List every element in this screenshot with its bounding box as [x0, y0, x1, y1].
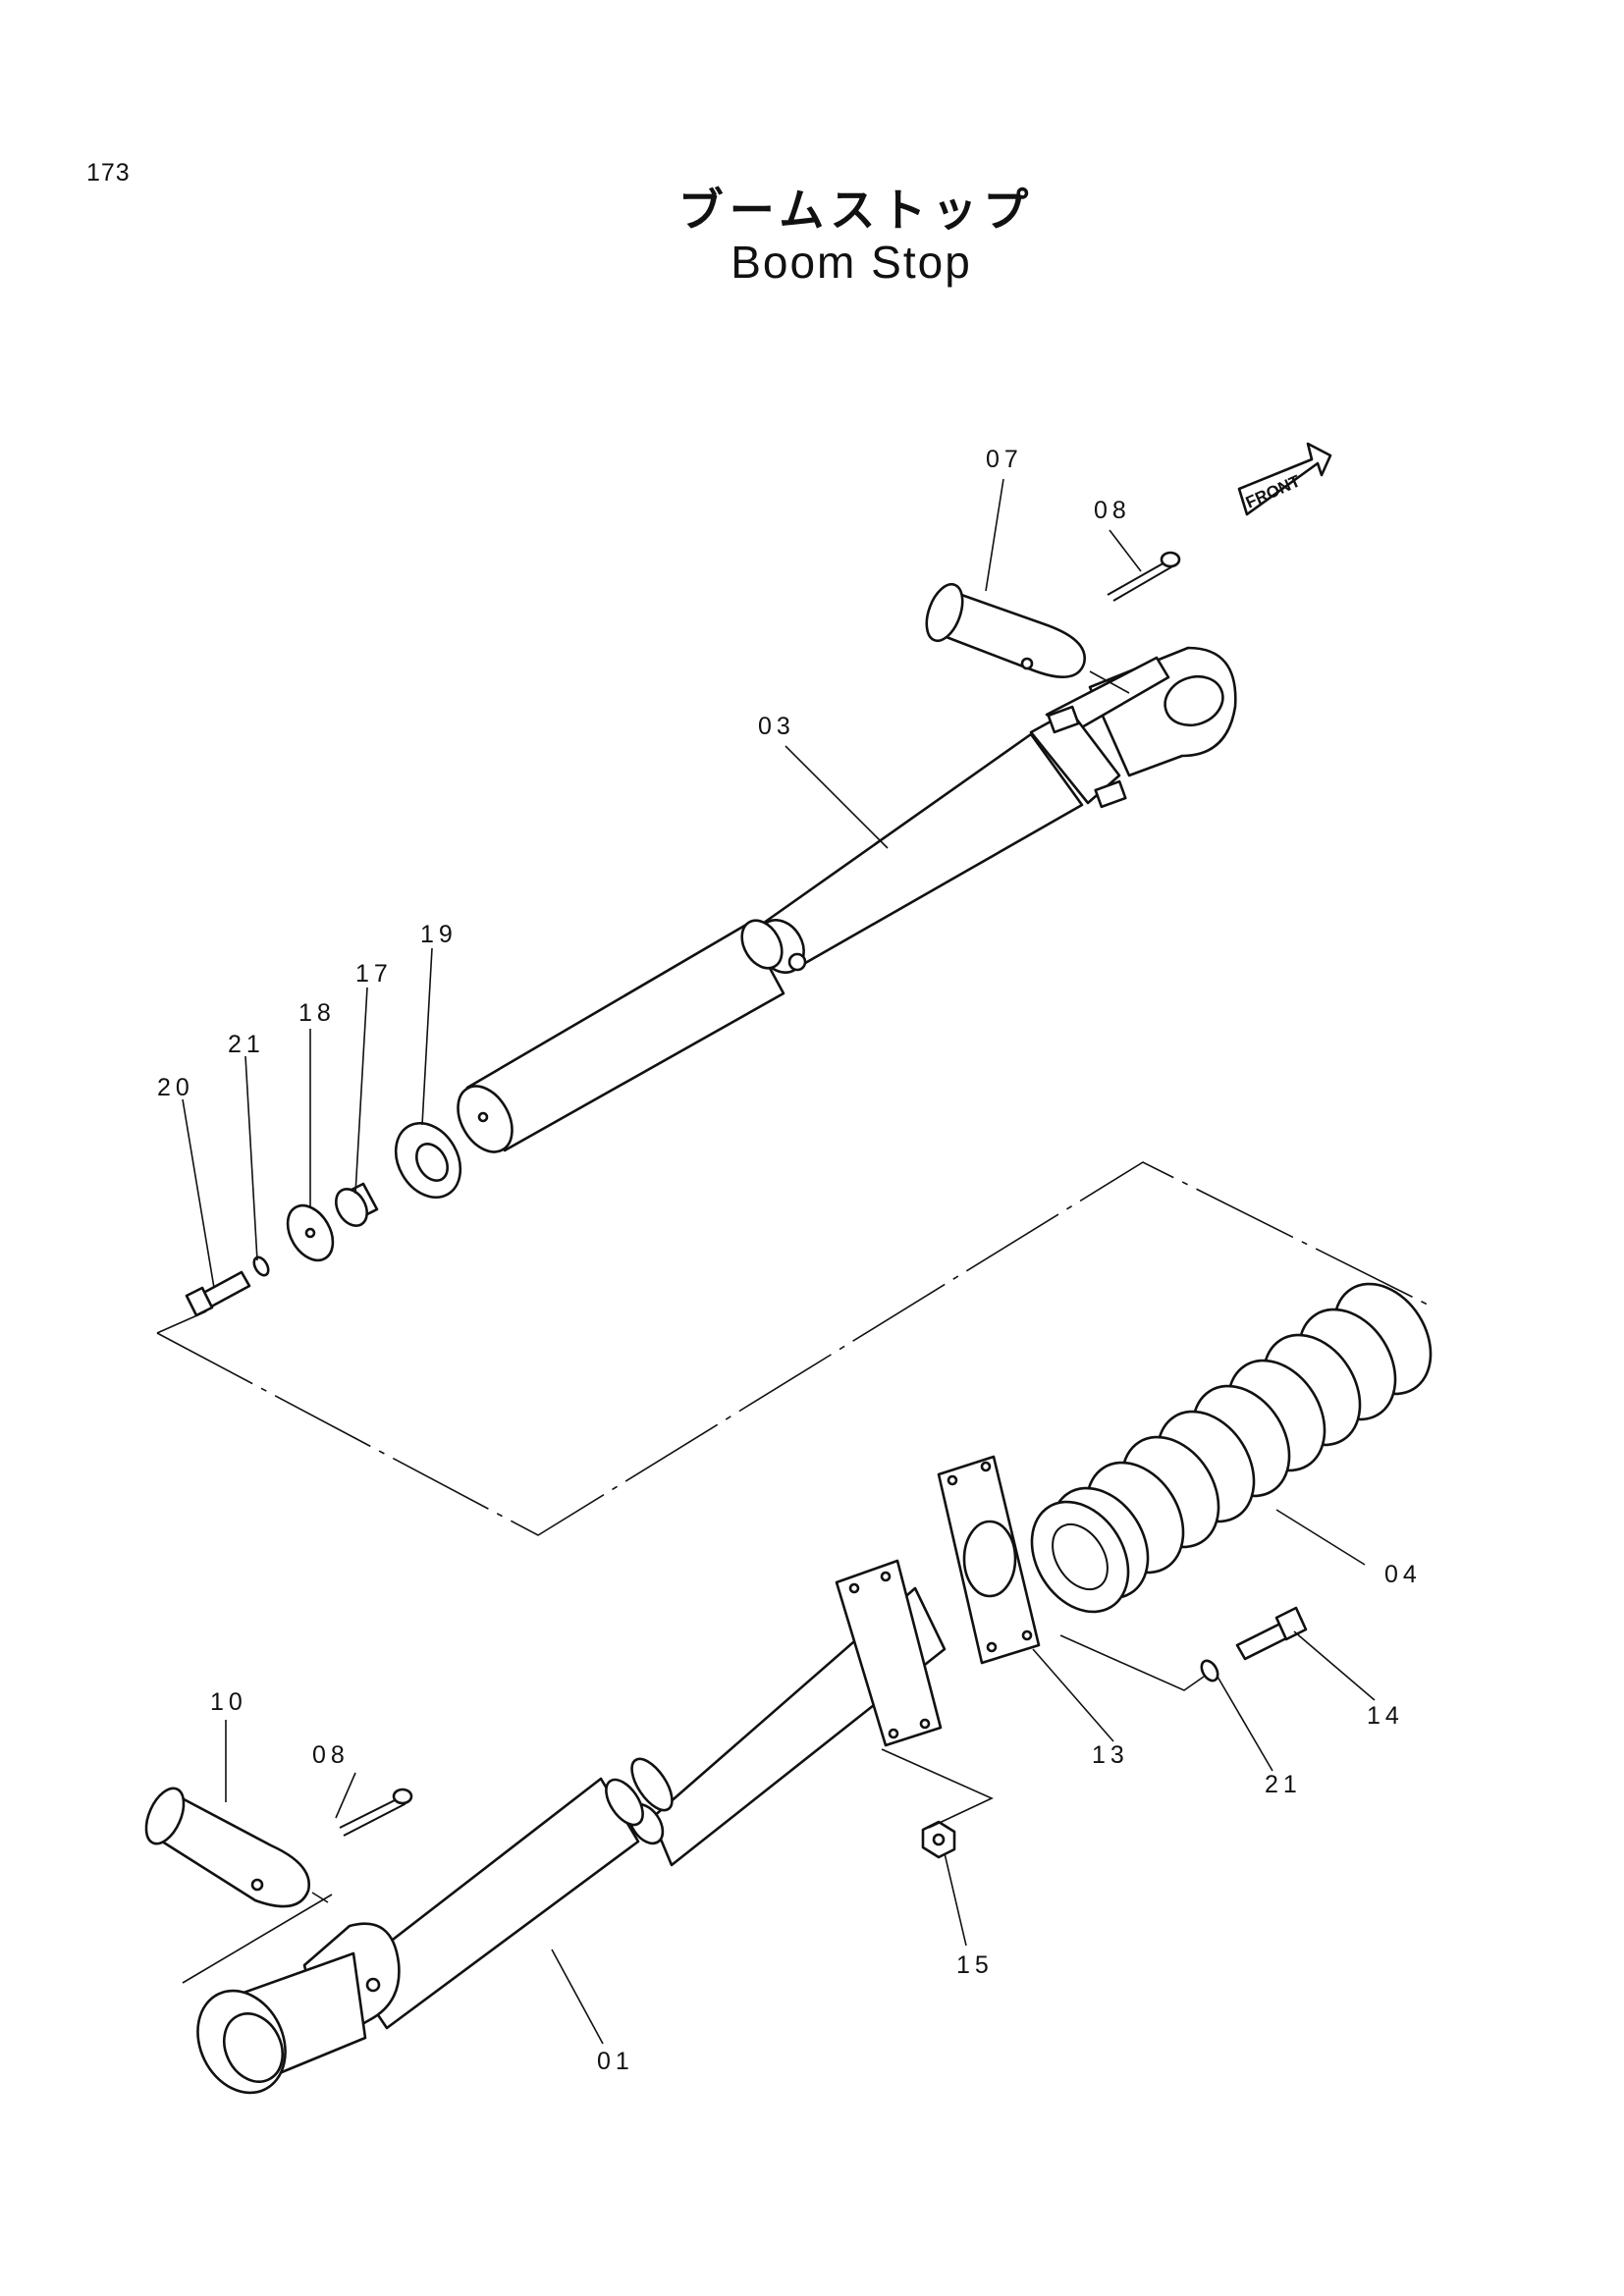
- assembly-lines: [156, 670, 1431, 1984]
- page-title-english: Boom Stop: [731, 237, 972, 288]
- callouts: 07 08 03 19 17 18 21 20 04 14 13 21 10 0…: [157, 446, 1422, 2075]
- callout-21-upper: 21: [228, 1031, 265, 1058]
- lock-washer-part-21-upper: [252, 1255, 270, 1277]
- nut-part-15: [921, 1820, 956, 1859]
- callout-18: 18: [298, 999, 336, 1027]
- flange-part-13: [937, 1455, 1041, 1665]
- spring-part-04: [1030, 1282, 1433, 1614]
- callout-17: 17: [355, 960, 393, 988]
- upper-pin-part-07: [925, 582, 1086, 679]
- bolt-part-14: [1235, 1606, 1308, 1661]
- callout-01: 01: [597, 2048, 634, 2075]
- callout-10: 10: [210, 1688, 247, 1716]
- front-arrow-icon: FRONT: [1237, 442, 1332, 516]
- lower-tube-part-01: [196, 1559, 947, 2095]
- lock-washer-part-21-lower: [1200, 1659, 1219, 1682]
- callout-13: 13: [1092, 1741, 1129, 1769]
- washer-part-19: [394, 1121, 462, 1200]
- callout-19: 19: [420, 921, 458, 948]
- plate-part-18: [286, 1203, 335, 1262]
- callout-07: 07: [986, 446, 1023, 473]
- bolt-part-20: [185, 1270, 251, 1317]
- callout-04: 04: [1384, 1561, 1422, 1588]
- callout-08-upper: 08: [1094, 497, 1131, 524]
- bushing-part-17: [334, 1182, 379, 1227]
- leader-lines: [182, 478, 1376, 2045]
- page-title-japanese: ブームストップ: [677, 184, 1035, 237]
- callout-08-lower: 08: [312, 1741, 350, 1769]
- page-number: 173: [86, 159, 131, 187]
- upper-rod-part-03: [457, 646, 1237, 1153]
- upper-split-pin-part-08: [1107, 551, 1181, 602]
- lower-split-pin-part-08: [339, 1788, 413, 1837]
- callout-21-lower: 21: [1265, 1771, 1302, 1798]
- lower-pin-part-10: [144, 1787, 311, 1908]
- callout-14: 14: [1367, 1702, 1404, 1730]
- callout-20: 20: [157, 1074, 194, 1101]
- callout-15: 15: [956, 1951, 994, 1979]
- callout-03: 03: [758, 713, 795, 740]
